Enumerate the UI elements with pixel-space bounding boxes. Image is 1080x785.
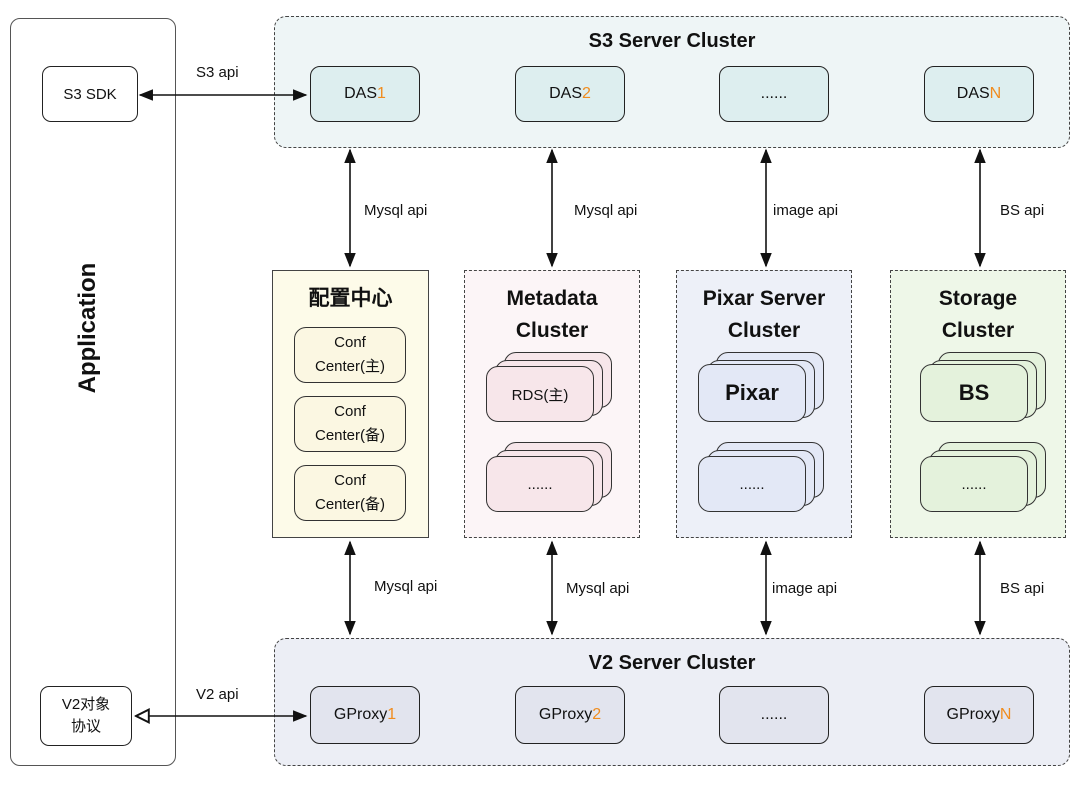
pixar-ellipsis-node[interactable]: ...... [698,456,806,512]
config-top-label: Mysql api [364,202,428,219]
storage-ellipsis-label: ...... [961,475,987,493]
s3-api-label: S3 api [196,64,239,81]
v2-protocol-box[interactable]: V2对象 协议 [40,686,132,746]
application-panel [10,18,176,766]
conf-center-primary[interactable]: Conf Center(主) [294,327,406,383]
gproxy-node-n-label: GProxy [946,706,1000,723]
s3-sdk-box[interactable]: S3 SDK [42,66,138,122]
pixar-ellipsis-label: ...... [739,475,765,493]
gproxy-node-1-index: 1 [387,706,397,723]
conf-center-backup-2-line2: Center(备) [314,496,385,513]
v2-cluster-title: V2 Server Cluster [588,652,756,674]
gproxy-node-n-index: N [999,706,1012,723]
gproxy-node-2-index: 2 [592,706,602,723]
conf-center-primary-line1: Conf [334,334,366,351]
das-node-ellipsis[interactable]: ...... [719,66,829,122]
das-node-1-index: 1 [377,85,386,102]
metadata-ellipsis-node[interactable]: ...... [486,456,594,512]
s3-cluster-title: S3 Server Cluster [588,30,756,52]
das-node-2-label: DAS [549,85,582,102]
metadata-cluster-title: Metadata Cluster [464,283,640,347]
rds-primary-label: RDS(主) [511,386,569,404]
pixar-cluster-title-line2: Cluster [727,319,801,342]
gproxy-node-2-label: GProxy [538,706,593,723]
pixar-cluster-title-line1: Pixar Server [702,287,826,310]
v2-protocol-label-line2: 协议 [70,718,101,735]
rds-primary-node[interactable]: RDS(主) [486,366,594,422]
storage-cluster-title: Storage Cluster [890,283,1066,347]
pixar-node-label: Pixar [725,380,779,405]
config-bottom-label: Mysql api [374,578,438,595]
storage-cluster-title-line2: Cluster [941,319,1015,342]
das-node-n-label: DAS [956,85,990,102]
pixar-node[interactable]: Pixar [698,364,806,422]
conf-center-backup-2-line1: Conf [334,472,366,489]
gproxy-node-1-label: GProxy [333,706,388,723]
conf-center-backup-1-line1: Conf [334,403,366,420]
storage-bottom-label: BS api [1000,580,1045,597]
storage-top-label: BS api [1000,202,1045,219]
v2-protocol-label-line1: V2对象 [61,696,111,713]
pixar-top-label: image api [773,202,839,219]
conf-center-backup-2[interactable]: Conf Center(备) [294,465,406,521]
pixar-bottom-label: image api [772,580,838,597]
metadata-ellipsis-label: ...... [527,475,553,493]
conf-center-backup-1-line2: Center(备) [314,427,385,444]
das-node-1-label: DAS [344,85,377,102]
das-node-n-index: N [989,85,1002,102]
bs-node[interactable]: BS [920,364,1028,422]
v2-api-label: V2 api [196,686,239,703]
storage-cluster-title-line1: Storage [938,287,1018,310]
conf-center-backup-1[interactable]: Conf Center(备) [294,396,406,452]
gproxy-node-ellipsis[interactable]: ...... [719,686,829,744]
metadata-cluster-title-line1: Metadata [506,287,598,310]
config-center-title: 配置中心 [308,287,393,310]
gproxy-node-ellipsis-label: ...... [760,706,788,723]
storage-ellipsis-node[interactable]: ...... [920,456,1028,512]
metadata-top-label: Mysql api [574,202,638,219]
das-node-ellipsis-label: ...... [760,85,788,102]
metadata-bottom-label: Mysql api [566,580,630,597]
das-node-2-index: 2 [582,85,591,102]
bs-node-label: BS [958,380,990,405]
s3-sdk-label: S3 SDK [63,85,117,103]
metadata-cluster-title-line2: Cluster [515,319,589,342]
pixar-cluster-title: Pixar Server Cluster [676,283,852,347]
conf-center-primary-line2: Center(主) [314,358,385,375]
